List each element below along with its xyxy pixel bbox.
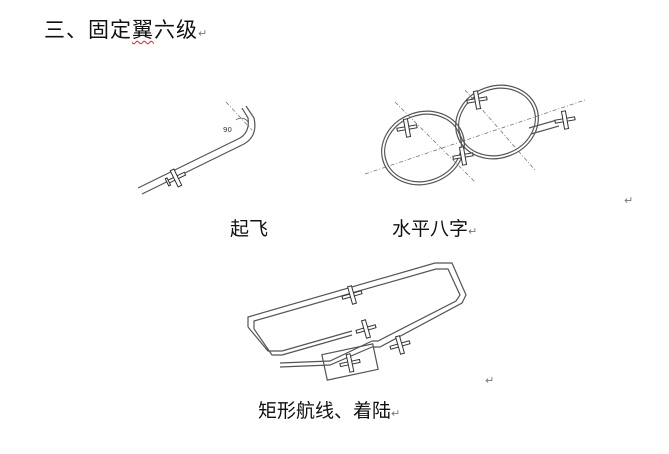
pattern-diagram	[247, 262, 467, 381]
airplane-icon	[341, 285, 363, 305]
airplane-icon	[355, 319, 377, 339]
figure-eight-caption-text: 水平八字	[392, 218, 469, 240]
airplane-icon	[466, 90, 488, 110]
paragraph-mark: ↵	[468, 225, 478, 238]
paragraph-mark: ↵	[624, 194, 634, 207]
section-heading: 三、固定翼六级↵	[44, 14, 208, 44]
airplane-icon	[396, 118, 418, 138]
airplane-icon	[339, 353, 361, 373]
heading-prefix: 三、	[44, 18, 88, 42]
pattern-caption: 矩形航线、着陆↵	[258, 396, 400, 423]
airplane-icon	[389, 335, 411, 355]
paragraph-mark: ↵	[391, 407, 401, 420]
paragraph-mark: ↵	[198, 27, 209, 40]
figure-eight-diagram	[364, 84, 586, 186]
takeoff-diagram: 90	[137, 101, 256, 195]
takeoff-caption: 起飞	[230, 218, 269, 240]
airplane-icon	[452, 146, 474, 166]
paragraph-mark: ↵	[485, 374, 495, 387]
figure-eight-caption: 水平八字↵	[392, 214, 477, 241]
heading-text-2: 翼	[132, 18, 154, 42]
pattern-caption-text: 矩形航线、着陆	[258, 400, 392, 422]
angle-label: 90	[223, 126, 232, 134]
airplane-icon	[164, 168, 187, 188]
airplane-icon	[554, 110, 576, 130]
heading-text-1: 固定	[88, 18, 132, 42]
heading-text-3: 六级	[154, 18, 198, 42]
